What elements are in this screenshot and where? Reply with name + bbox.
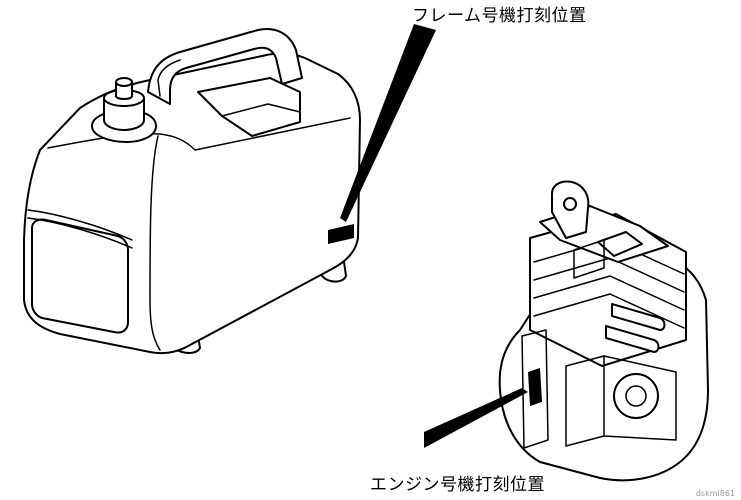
frame-pointer-arrow (340, 24, 436, 222)
generator-illustration (23, 28, 361, 355)
frame-number-location-label: フレーム号機打刻位置 (412, 6, 587, 26)
engine-illustration (498, 180, 709, 482)
generator-top-panel-step (221, 103, 301, 117)
generator-top-edge (47, 117, 351, 151)
fuel-cap-body (103, 97, 145, 131)
engine-number-location-label: エンジン号機打刻位置 (370, 475, 545, 495)
engine-head-cover (597, 231, 643, 257)
engine-crank-box-right (603, 355, 677, 441)
fuel-cap-knob-top (115, 77, 133, 87)
generator-front-band (27, 209, 133, 241)
engine-rocker-box (573, 239, 605, 279)
engine-fin-4 (533, 293, 685, 329)
image-code: dskmi861 (695, 489, 735, 498)
generator-front-panel (31, 218, 129, 334)
engine-rod-lower (605, 325, 660, 353)
generator-handle-inner (157, 59, 181, 97)
engine-front-mount (521, 329, 549, 449)
generator-front-band-lower (27, 217, 133, 249)
engine-crankshaft-hub (625, 385, 647, 407)
engine-lift-eye-hole (563, 197, 577, 211)
frame-number-plate (328, 224, 354, 244)
engine-fin-3 (533, 275, 685, 311)
engine-crankshaft (613, 373, 659, 419)
engine-number-plate (528, 368, 542, 406)
engine-rod-upper (611, 303, 666, 331)
generator-side-edge (149, 135, 161, 351)
engine-pointer-arrow (424, 388, 528, 448)
generator-handle (147, 28, 303, 105)
